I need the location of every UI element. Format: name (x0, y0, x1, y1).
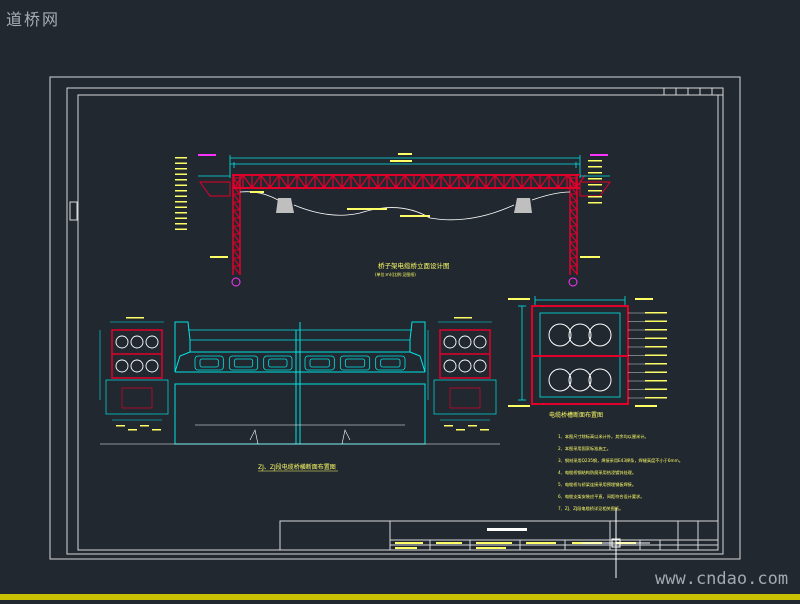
elevation-title: 桥子架电缆桥立面设计图 (378, 261, 450, 270)
tray-pipes (548, 323, 612, 392)
truss-web (233, 174, 586, 189)
abutments (276, 198, 532, 213)
cable-tray-title: 电缆桥槽断面布置图 (549, 411, 603, 419)
notes-line-7: 7、ZJ、ZJ段电缆桥详见相关图纸。 (558, 505, 623, 512)
right-pier-web (569, 177, 578, 275)
notes-line-6: 6、电缆支架安装应平直，间距符合设计要求。 (558, 493, 644, 500)
watermark-top-left: 道桥网 (6, 10, 61, 29)
side-handle (69, 201, 78, 221)
elevation-scale: (单位:m)(比例:见图纸) (375, 271, 416, 277)
notes-line-2: 2、本图采用国家标准施工。 (558, 445, 611, 452)
ground-line (100, 424, 500, 445)
cable-tray-right (427, 317, 497, 431)
watermark-bottom-right: www.cndao.com (655, 569, 789, 589)
dim-text-top (398, 153, 412, 155)
title-block-bar (487, 528, 527, 531)
deck-cells (188, 329, 412, 371)
cross-section-title: ZJ、ZJ段电缆桥横断面布置图 (258, 463, 336, 471)
bridge-cross-section (99, 317, 500, 445)
notes-line-1: 1、本图尺寸除标高以米计外，其余均以厘米计。 (558, 433, 649, 440)
tray-labels (645, 312, 667, 399)
notes-line-5: 5、电缆桥与桥梁连接采用预埋钢板焊接。 (558, 481, 636, 488)
status-bar (0, 594, 800, 600)
cable-tray-left (99, 317, 169, 431)
sheet-frame (49, 76, 741, 560)
elevation-view (175, 153, 611, 287)
cable-tray-detail (508, 296, 667, 407)
crosshair-cursor (582, 508, 650, 578)
notes-line-4: 4、电缆桥钢结构防腐采用热浸镀锌处理。 (558, 469, 636, 476)
left-pier-web (232, 177, 241, 275)
notes-block: 1、本图尺寸除标高以米计外，其余均以厘米计。 2、本图采用国家标准施工。 3、钢… (558, 433, 683, 512)
elevation-tags-right (588, 160, 602, 204)
notes-line-3: 3、钢材采用Q235钢，焊接采用E43焊条，焊缝高度不小于6mm。 (558, 457, 683, 464)
title-block (279, 520, 719, 551)
elevation-tags-left (175, 157, 187, 230)
